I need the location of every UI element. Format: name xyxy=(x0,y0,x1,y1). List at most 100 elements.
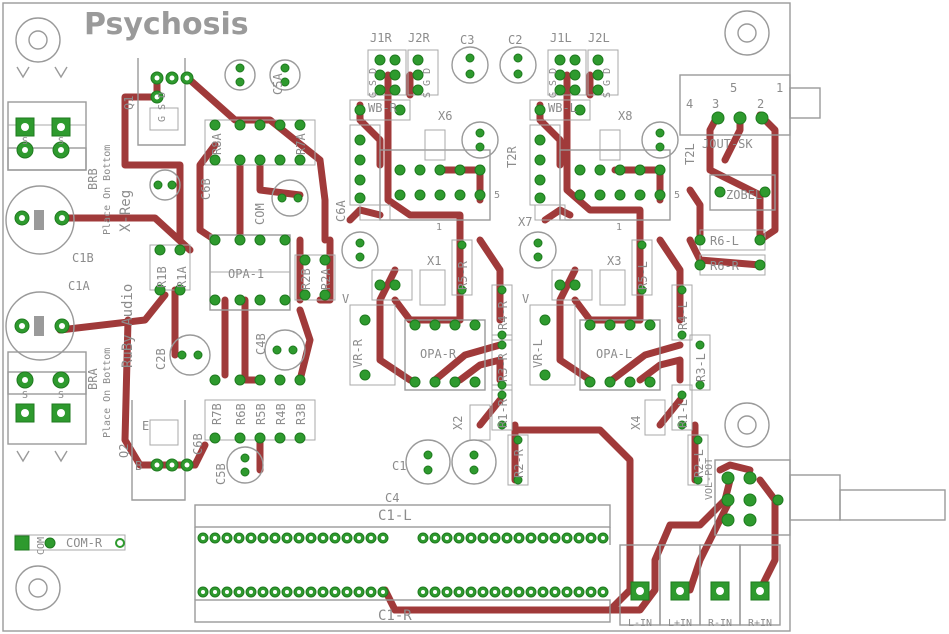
label-c2b: C2B xyxy=(154,348,168,370)
label-x4: X4 xyxy=(629,416,643,430)
header-pin-hole xyxy=(333,536,337,540)
header-pin-hole xyxy=(589,590,593,594)
label-r1a: R1A xyxy=(175,266,189,288)
label-q2-b: B xyxy=(135,459,142,473)
label-r4b: R4B xyxy=(274,403,288,425)
label-r3b: R3B xyxy=(294,403,308,425)
board-title: Psychosis xyxy=(84,7,249,42)
label-r5b: R5B xyxy=(254,403,268,425)
header-pin-hole xyxy=(469,536,473,540)
header-pin-hole xyxy=(529,590,533,594)
label-r5r: R5-R xyxy=(456,260,470,290)
label-vol: VOL-POT xyxy=(704,458,715,500)
label-r1l: R1-L xyxy=(676,399,690,428)
label-r1b: R1B xyxy=(155,266,169,288)
label-q2: Q2 xyxy=(117,444,131,458)
header-pin-hole xyxy=(421,590,425,594)
label-r6l: R6-L xyxy=(710,234,739,248)
header-pin-hole xyxy=(225,536,229,540)
label-j1l: J1L xyxy=(550,31,572,45)
label-j1l-pins: G S D xyxy=(548,68,559,98)
label-j2r-pins: S G D xyxy=(422,68,433,98)
header-pin-hole xyxy=(493,590,497,594)
header-pin-hole xyxy=(481,590,485,594)
label-c4: C4 xyxy=(385,491,399,505)
label-q1-pins: G S D xyxy=(157,92,168,122)
header-pin-hole xyxy=(553,590,557,594)
label-j2r: J2R xyxy=(408,31,430,45)
header-pin-hole xyxy=(273,590,277,594)
header-pin-hole xyxy=(565,536,569,540)
header-pin-hole xyxy=(421,536,425,540)
label-x1: X1 xyxy=(427,254,441,268)
header-pin-hole xyxy=(333,590,337,594)
label-jack-pin-5: 5 xyxy=(730,81,737,95)
header-pin-hole xyxy=(481,536,485,540)
header-pin-hole xyxy=(297,536,301,540)
header-pin-hole xyxy=(321,590,325,594)
label-r2a: R2A xyxy=(319,268,333,290)
label-t2r: T2R xyxy=(505,146,519,168)
label-r2r: R2-R xyxy=(512,448,526,478)
header-pin-hole xyxy=(433,536,437,540)
label-wbl: WB-L xyxy=(548,101,577,115)
label-zobel: ZOBEL xyxy=(726,188,762,202)
header-pin-hole xyxy=(273,536,277,540)
label-j1r: J1R xyxy=(370,31,392,45)
label-xreg: X-Reg xyxy=(118,190,134,232)
header-pin-hole xyxy=(493,536,497,540)
header-c1l-pins xyxy=(197,532,609,544)
label-j2l-pins: S G D xyxy=(602,68,613,98)
header-pin-hole xyxy=(517,536,521,540)
label-c5a: C5A xyxy=(271,73,285,95)
header-pin-hole xyxy=(541,590,545,594)
header-pin-hole xyxy=(345,536,349,540)
label-c2: C2 xyxy=(508,33,522,47)
label-bra-note: Place On Bottom xyxy=(102,348,113,438)
label-driver-l-pin5: 5 xyxy=(674,190,680,201)
header-pin-hole xyxy=(309,590,313,594)
label-r7a: R7A xyxy=(294,133,308,155)
header-pin-hole xyxy=(577,536,581,540)
header-pin-hole xyxy=(445,536,449,540)
label-c1a: C1A xyxy=(68,279,90,293)
header-pin-hole xyxy=(249,536,253,540)
label-r4l: R4-L xyxy=(676,301,690,330)
label-j2l: J2L xyxy=(588,31,610,45)
label-r5l: R5-L xyxy=(636,261,650,290)
label-jout: JOUT-SK xyxy=(702,137,753,151)
header-pin-hole xyxy=(469,590,473,594)
label-bra-s2: S xyxy=(58,390,64,401)
label-brb-s2: S xyxy=(58,136,64,147)
header-pin-hole xyxy=(553,536,557,540)
label-lin: L-IN xyxy=(628,618,652,629)
label-jack-pin-2: 2 xyxy=(757,97,764,111)
mounting-holes xyxy=(15,10,770,611)
label-com: COM xyxy=(253,203,267,225)
label-v-left: V xyxy=(522,292,529,306)
label-jack-pin-4: 4 xyxy=(686,97,693,111)
header-pin-hole xyxy=(201,536,205,540)
header-pin-hole xyxy=(213,536,217,540)
label-c1b: C1B xyxy=(72,251,94,265)
header-pin-hole xyxy=(457,590,461,594)
label-q2-e: E xyxy=(142,419,149,433)
label-r2l: R2-L xyxy=(692,449,706,478)
label-x6: X6 xyxy=(438,109,452,123)
header-pin-hole xyxy=(445,590,449,594)
header-pin-hole xyxy=(237,536,241,540)
chevron-marks xyxy=(16,66,68,463)
label-q1: Q1 xyxy=(122,96,136,110)
label-r2b: R2B xyxy=(299,268,313,290)
header-pin-hole xyxy=(505,590,509,594)
label-r3r: R3-R xyxy=(496,352,510,382)
board-outline xyxy=(2,2,791,632)
label-j1r-pins: G S D xyxy=(368,68,379,98)
header-pin-hole xyxy=(577,590,581,594)
header-pin-hole xyxy=(285,536,289,540)
label-vrl: VR-L xyxy=(531,339,545,368)
header-pin-hole xyxy=(261,590,265,594)
label-x7: X7 xyxy=(518,215,532,229)
header-pin-hole xyxy=(433,590,437,594)
label-driver-l-pin1: 1 xyxy=(616,222,622,233)
